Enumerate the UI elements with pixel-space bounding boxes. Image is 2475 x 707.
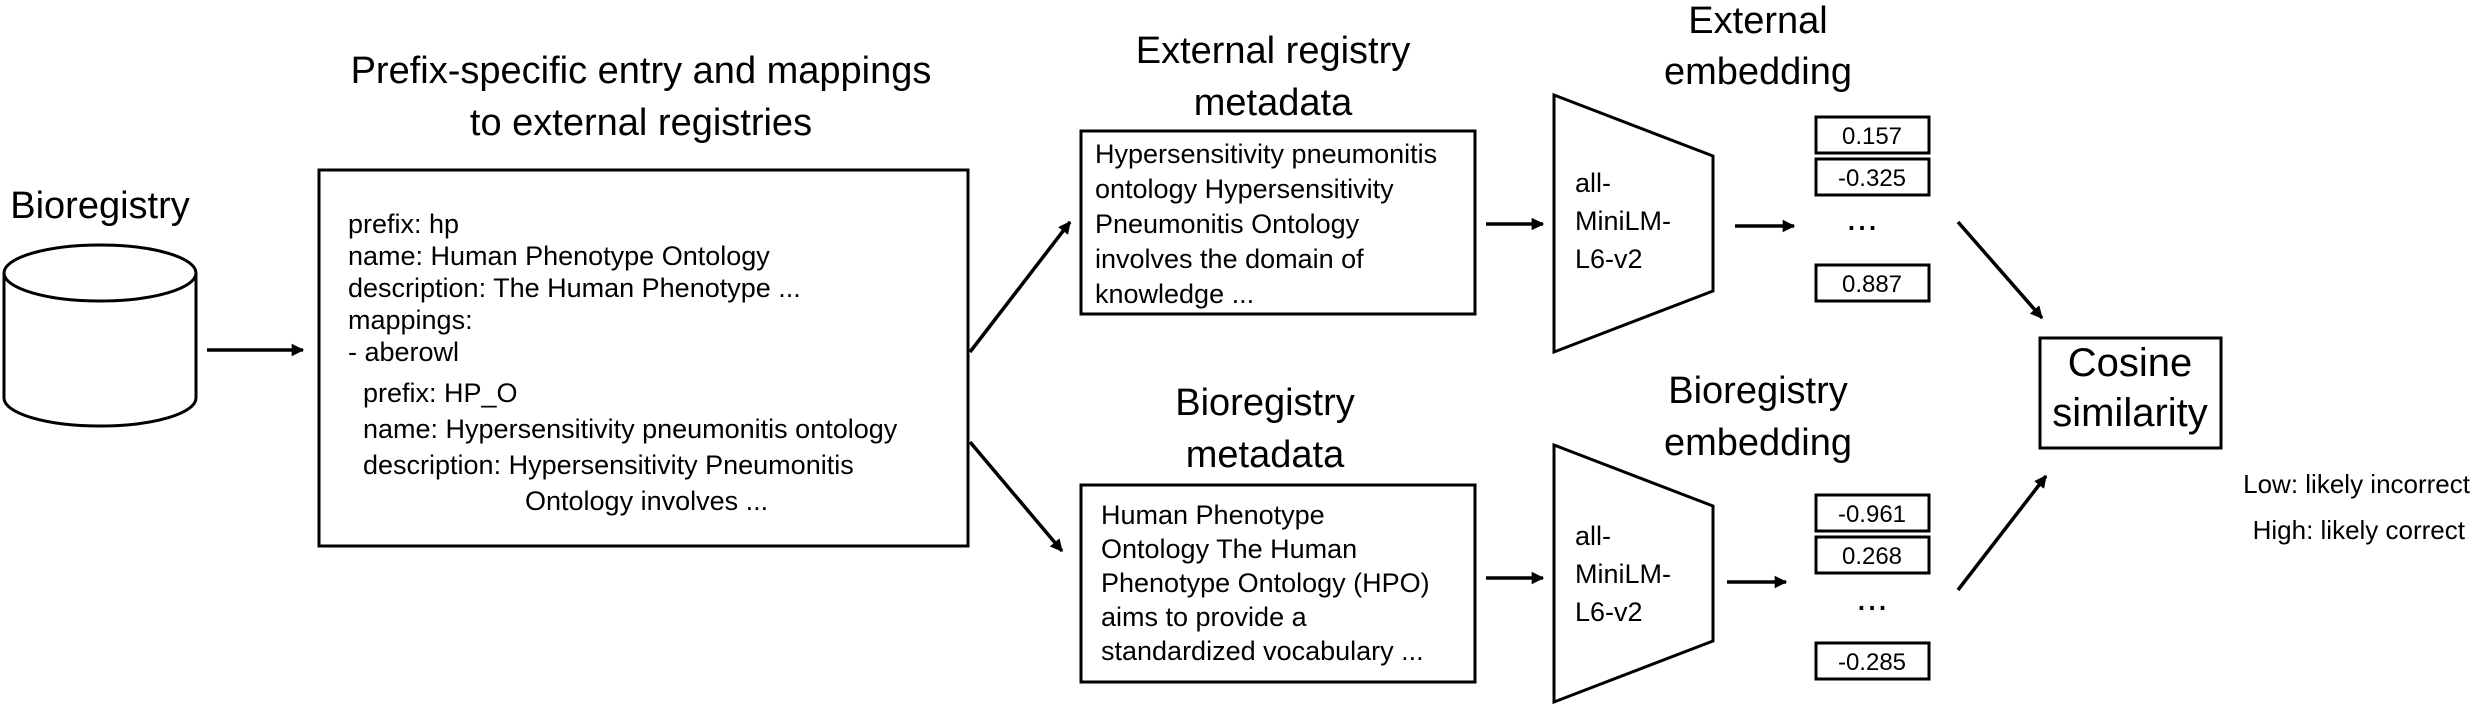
cosine-line-1: Cosine [2068,341,2193,385]
arrow-entry-to-external-meta [968,220,1072,354]
bioregistry-meta-line: Ontology The Human [1101,534,1357,564]
entry-line: prefix: HP_O [363,378,518,408]
entry-title-line-2: to external registries [470,102,812,144]
embedding-value: -0.325 [1838,165,1906,192]
entry-line: name: Human Phenotype Ontology [348,241,770,271]
entry-line: - aberowl [348,337,459,367]
cosine-box [2038,336,2223,450]
embedding-value-cell [1814,157,1931,197]
entry-line: mappings: [348,305,473,335]
external-metadata-section: External registry metadata Hypersensitiv… [1079,30,1477,316]
model-label-line: all- [1575,521,1611,551]
bioregistry-meta-line: standardized vocabulary ... [1101,636,1424,666]
interpretation-low: Low: likely incorrect [2243,469,2471,499]
external-embedding-section: External embedding 0.157 -0.325 ... 0.88… [1664,0,1931,303]
bioregistry-metadata-section: Bioregistry metadata Human Phenotype Ont… [1079,382,1477,684]
embedding-value: -0.961 [1838,501,1906,528]
external-meta-line: Pneumonitis Ontology [1095,209,1360,239]
model-label-line: MiniLM- [1575,206,1671,236]
embedding-ellipsis: ... [1846,197,1878,239]
database-cylinder-top [2,243,198,303]
bioregistry-embedding-section: Bioregistry embedding -0.961 0.268 ... -… [1664,370,1931,681]
model-label-line: all- [1575,168,1611,198]
entry-title-line-1: Prefix-specific entry and mappings [351,50,932,92]
embedding-value: -0.285 [1838,649,1906,676]
entry-line: description: Hypersensitivity Pneumoniti… [363,450,854,480]
bioregistry-meta-box [1079,483,1477,684]
model-label-line: L6-v2 [1575,244,1643,274]
bioregistry-meta-title-line-2: metadata [1186,434,1345,476]
bioregistry-database: Bioregistry [2,185,198,428]
external-meta-title-line-1: External registry [1136,30,1411,72]
external-meta-line: knowledge ... [1095,279,1254,309]
embedding-value-cell [1814,535,1931,575]
embedding-value: 0.157 [1842,123,1902,150]
bioregistry-embedding-title-line-1: Bioregistry [1668,370,1848,412]
model-trapezoid-shape [1552,92,1715,355]
database-label: Bioregistry [10,185,190,227]
bioregistry-meta-line: aims to provide a [1101,602,1308,632]
model-label-line: MiniLM- [1575,559,1671,589]
arrow-entry-to-bioregistry-meta [968,440,1064,553]
entry-line: Ontology involves ... [525,486,768,516]
entry-section: Prefix-specific entry and mappings to ex… [317,50,970,548]
bioregistry-embedding-title-line-2: embedding [1664,422,1852,464]
embedding-value: 0.887 [1842,271,1902,298]
embedding-model-bioregistry: all- MiniLM- L6-v2 [1552,442,1715,705]
entry-line: description: The Human Phenotype ... [348,273,801,303]
cosine-similarity-section: Cosine similarity Low: likely incorrect … [2038,336,2471,545]
embedding-value-cell [1814,641,1931,681]
interpretation-high: High: likely correct [2253,515,2466,545]
embedding-value-cell [1814,493,1931,533]
database-cylinder-icon [2,273,198,428]
embedding-value-cell [1814,263,1931,303]
external-embedding-title-line-2: embedding [1664,51,1852,93]
external-embedding-title-line-1: External [1688,0,1827,42]
entry-box [317,168,970,548]
entry-line: name: Hypersensitivity pneumonitis ontol… [363,414,898,444]
bioregistry-meta-title-line-1: Bioregistry [1175,382,1355,424]
arrow-external-embedding-to-cosine [1956,220,2044,320]
external-meta-line: ontology Hypersensitivity [1095,174,1394,204]
embedding-model-external: all- MiniLM- L6-v2 [1552,92,1715,355]
bioregistry-meta-line: Human Phenotype [1101,500,1325,530]
embedding-value-cell [1814,115,1931,155]
bioregistry-meta-line: Phenotype Ontology (HPO) [1101,568,1430,598]
entry-line: prefix: hp [348,209,459,239]
model-trapezoid-shape [1552,442,1715,705]
arrow-bioregistry-embedding-to-cosine [1956,474,2048,592]
cosine-line-2: similarity [2052,391,2208,435]
model-label-line: L6-v2 [1575,597,1643,627]
embedding-value: 0.268 [1842,543,1902,570]
embedding-ellipsis: ... [1856,577,1888,619]
external-meta-line: Hypersensitivity pneumonitis [1095,139,1437,169]
external-meta-box [1079,129,1477,316]
external-meta-title-line-2: metadata [1194,82,1353,124]
external-meta-line: involves the domain of [1095,244,1364,274]
